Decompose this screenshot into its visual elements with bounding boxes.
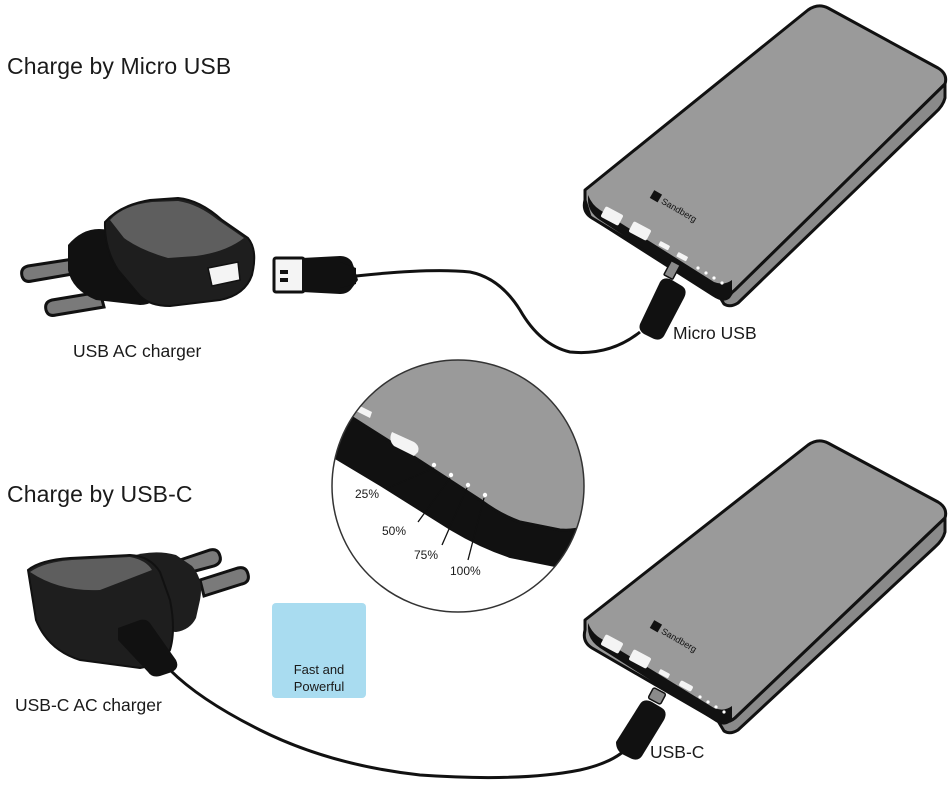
powerbank-bottom: Sandberg bbox=[582, 439, 948, 735]
micro-usb-plug bbox=[639, 260, 686, 340]
led-zoom-detail bbox=[331, 359, 585, 613]
powerbank-top: Sandberg bbox=[582, 4, 948, 308]
led-level-75: 75% bbox=[414, 548, 439, 562]
led-level-50: 50% bbox=[382, 524, 407, 538]
section-title-micro-usb: Charge by Micro USB bbox=[7, 53, 232, 79]
led-level-25: 25% bbox=[355, 487, 380, 501]
badge-line-2: Powerful bbox=[293, 679, 345, 694]
led-level-100: 100% bbox=[450, 564, 481, 578]
cable-micro-usb bbox=[355, 269, 641, 355]
badge-line-1: Fast and bbox=[293, 662, 345, 677]
usb-c-ac-charger-label: USB-C AC charger bbox=[15, 695, 162, 715]
usb-ac-charger-label: USB AC charger bbox=[73, 341, 202, 361]
section-title-usb-c: Charge by USB-C bbox=[7, 481, 193, 507]
usb-c-label: USB-C bbox=[650, 742, 705, 762]
cable-usb-c bbox=[168, 668, 632, 780]
micro-usb-label: Micro USB bbox=[673, 323, 757, 343]
usb-ac-charger bbox=[20, 196, 256, 317]
fast-and-powerful-badge: Fast and Powerful bbox=[272, 603, 366, 698]
usb-c-ac-charger bbox=[26, 548, 250, 677]
usb-c-plug bbox=[616, 687, 667, 760]
usb-a-plug bbox=[272, 256, 358, 294]
